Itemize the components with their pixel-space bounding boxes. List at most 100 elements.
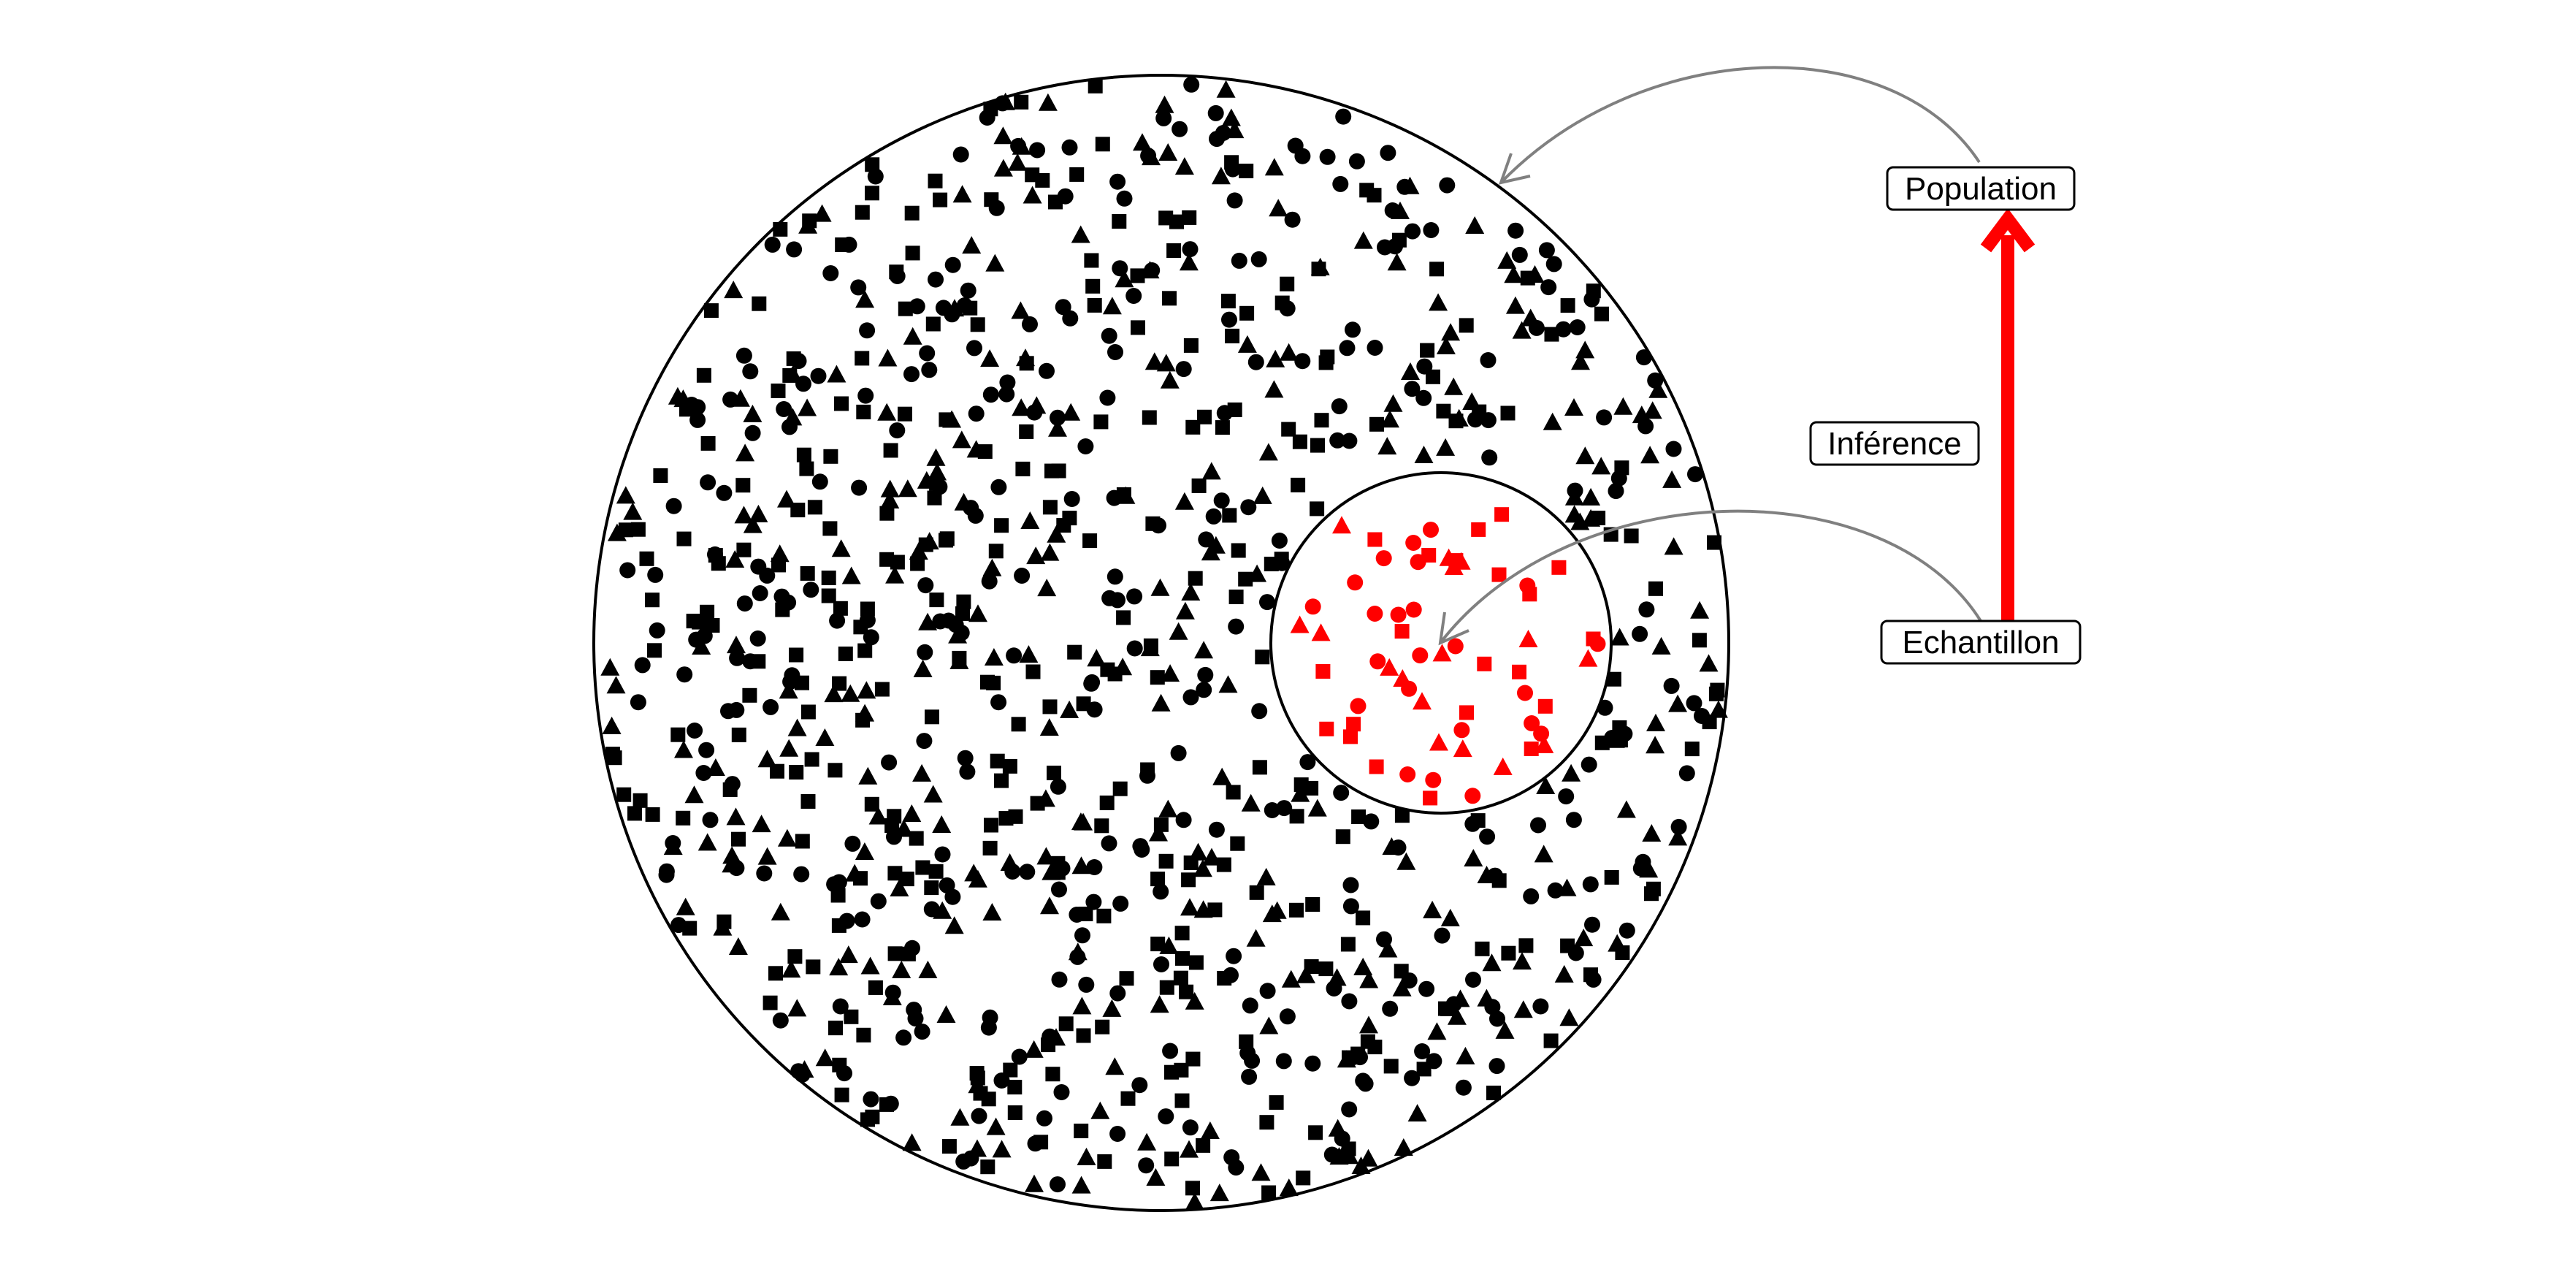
population-point-circle-marker — [1051, 881, 1067, 898]
population-point-circle-marker — [1584, 916, 1600, 933]
population-point-triangle-marker — [1074, 812, 1093, 831]
population-point-triangle-marker — [892, 960, 911, 978]
sample-point-triangle-marker — [1413, 692, 1432, 710]
sample-point-triangle-marker — [1493, 757, 1513, 775]
population-point-triangle-marker — [1113, 658, 1133, 676]
population-point-triangle-marker — [1048, 419, 1067, 437]
population-point-triangle-marker — [1160, 370, 1180, 389]
population-point-triangle-marker — [1281, 969, 1301, 988]
population-point-triangle-marker — [868, 807, 888, 825]
population-point-circle-marker — [895, 1029, 912, 1046]
sample-point-square-marker — [1394, 624, 1410, 639]
population-point-triangle-marker — [1407, 1104, 1427, 1122]
population-point-square-marker — [627, 806, 642, 821]
population-point-circle-marker — [1226, 948, 1242, 964]
population-point-triangle-marker — [923, 785, 943, 803]
sample-point-square-marker — [1512, 664, 1526, 679]
population-point-circle-marker — [1175, 812, 1192, 828]
population-point-square-marker — [807, 500, 822, 515]
population-point-triangle-marker — [1477, 988, 1497, 1007]
population-point-square-marker — [1185, 1181, 1200, 1196]
population-point-circle-marker — [811, 473, 828, 490]
population-point-circle-marker — [963, 500, 979, 517]
sample-point-triangle-marker — [1290, 615, 1310, 633]
population-point-square-marker — [1369, 416, 1384, 432]
population-point-square-marker — [700, 435, 716, 451]
population-point-square-marker — [1426, 369, 1440, 384]
population-point-circle-marker — [1326, 980, 1342, 997]
population-point-square-marker — [982, 840, 998, 856]
population-point-square-marker — [763, 995, 778, 1010]
population-point-triangle-marker — [1040, 896, 1059, 915]
population-point-circle-marker — [1275, 1053, 1292, 1070]
population-point-circle-marker — [1175, 361, 1192, 378]
population-point-square-marker — [883, 443, 898, 458]
population-point-square-marker — [833, 601, 848, 616]
sample-point-square-marker — [1522, 587, 1537, 602]
population-point-square-marker — [952, 650, 967, 666]
population-point-circle-marker — [1538, 242, 1555, 259]
population-point-circle-marker — [1530, 817, 1546, 834]
sample-point-square-marker — [1346, 717, 1361, 732]
population-point-circle-marker — [957, 750, 974, 766]
population-point-circle-marker — [759, 567, 776, 584]
population-point-square-marker — [1612, 720, 1627, 735]
population-point-square-marker — [864, 796, 879, 812]
population-point-circle-marker — [1209, 131, 1225, 148]
population-point-triangle-marker — [1505, 296, 1525, 314]
population-point-triangle-marker — [1161, 664, 1180, 682]
population-point-square-marker — [1543, 1033, 1559, 1048]
population-point-circle-marker — [1284, 211, 1301, 228]
population-point-square-marker — [1003, 1062, 1018, 1078]
population-point-circle-marker — [1126, 588, 1143, 605]
population-point-circle-marker — [1488, 1058, 1505, 1075]
population-point-circle-marker — [1162, 1043, 1179, 1059]
population-point-square-marker — [983, 102, 998, 117]
population-point-circle-marker — [1663, 677, 1680, 694]
population-point-triangle-marker — [1559, 1008, 1579, 1026]
population-point-triangle-marker — [757, 847, 777, 865]
population-point-circle-marker — [1208, 821, 1225, 838]
population-point-triangle-marker — [1307, 799, 1327, 817]
population-point-square-marker — [939, 531, 955, 546]
sample-point-triangle-marker — [1429, 733, 1448, 751]
population-point-triangle-marker — [1142, 148, 1161, 166]
population-point-triangle-marker — [909, 542, 928, 560]
population-point-square-marker — [1429, 262, 1445, 277]
population-point-square-marker — [806, 959, 821, 975]
population-point-triangle-marker — [726, 807, 746, 826]
population-point-circle-marker — [619, 562, 636, 579]
population-point-square-marker — [1007, 1105, 1023, 1120]
population-point-circle-marker — [1455, 1079, 1472, 1096]
sample-point-circle-marker — [1399, 766, 1416, 782]
sample-point-circle-marker — [1369, 653, 1386, 670]
population-point-circle-marker — [1414, 1043, 1431, 1059]
population-point-triangle-marker — [1012, 398, 1031, 416]
population-point-square-marker — [1093, 414, 1109, 430]
population-point-square-marker — [1436, 403, 1451, 419]
population-point-square-marker — [1261, 1185, 1277, 1200]
population-point-square-marker — [899, 872, 914, 887]
population-point-triangle-marker — [606, 676, 626, 694]
population-point-square-marker — [1215, 420, 1230, 435]
population-point-triangle-marker — [676, 897, 695, 915]
population-point-triangle-marker — [950, 1108, 970, 1126]
population-point-triangle-marker — [1267, 901, 1287, 919]
population-point-square-marker — [924, 880, 939, 896]
population-point-circle-marker — [1069, 948, 1086, 965]
population-point-triangle-marker — [1149, 823, 1168, 842]
population-point-triangle-marker — [1040, 543, 1060, 561]
population-point-triangle-marker — [600, 658, 620, 676]
population-point-circle-marker — [1004, 864, 1021, 880]
population-point-circle-marker — [1101, 835, 1117, 852]
population-point-triangle-marker — [1414, 446, 1434, 463]
population-point-circle-marker — [1687, 466, 1703, 483]
population-point-square-marker — [1025, 167, 1040, 183]
population-point-triangle-marker — [1181, 583, 1201, 601]
population-point-circle-marker — [647, 566, 664, 583]
population-point-circle-marker — [909, 298, 925, 315]
sample-point-square-marker — [1524, 742, 1539, 756]
population-point-triangle-marker — [798, 216, 818, 234]
population-point-triangle-marker — [985, 254, 1005, 272]
population-point-triangle-marker — [706, 758, 725, 776]
